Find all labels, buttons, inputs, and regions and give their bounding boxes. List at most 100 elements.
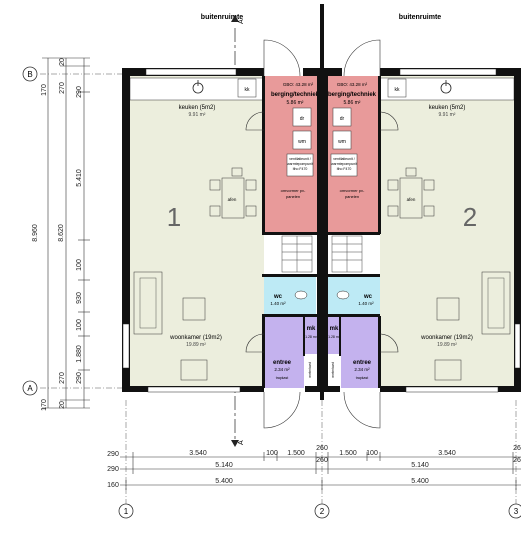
table-label-1: afen — [228, 197, 237, 202]
mk-area-1: 1.28 m² — [305, 335, 318, 339]
dim-r2-1: 5.140 — [215, 462, 233, 469]
dim-r3-1: 5.400 — [215, 478, 233, 485]
entree-area-2: 2.34 m² — [354, 367, 370, 372]
dining-table-1 — [209, 167, 257, 219]
kk-label-1: kk — [245, 87, 251, 93]
bottom-dimension-lines — [120, 452, 521, 490]
sofa-2-inner — [487, 277, 505, 329]
kitchen-label-1: keuken (5m2) — [179, 105, 216, 111]
armchair-1b — [180, 359, 208, 381]
storage-area-1: 5.86 m² — [287, 100, 304, 106]
grid-bubble-a: A — [22, 380, 38, 396]
wc-area-1: 1.40 m² — [270, 301, 286, 306]
floor-living-2 — [380, 76, 514, 388]
kk-label-2: kk — [395, 87, 401, 93]
svg-text:A: A — [238, 19, 245, 24]
dim-i: 270 — [59, 372, 66, 384]
sink-icon — [192, 80, 204, 94]
room-mk-1 — [304, 316, 317, 354]
room-wc-2 — [328, 276, 380, 314]
entree-area-1: 2.34 m² — [274, 367, 290, 372]
living-area-2: 19.89 m² — [437, 342, 457, 348]
dim-h: 1.880 — [76, 345, 83, 363]
room-entrance-2 — [341, 316, 380, 388]
section-mark-bottom: A — [231, 440, 245, 447]
dim-r1-2: 100 — [266, 450, 278, 457]
dim-e: 100 — [76, 259, 83, 271]
dim-r1-8: 26 — [513, 445, 521, 452]
pv-label-2a: omvormer pv- — [340, 188, 365, 193]
meter-label-2: meterkast — [331, 362, 335, 377]
vent-label-2c: Itho F470 — [337, 167, 352, 171]
grid-lines — [40, 73, 517, 505]
dim-r1-7: 3.540 — [438, 450, 456, 457]
mk-label-1: mk — [307, 326, 316, 332]
dim-top-l: 20 — [59, 58, 66, 66]
wc-area-2: 1.40 m² — [358, 301, 374, 306]
dim-middle: 8.620 — [58, 224, 65, 242]
svg-text:1: 1 — [124, 507, 129, 516]
dim-r2-3: 5.140 — [411, 462, 429, 469]
living-area-1: 19.89 m² — [186, 342, 206, 348]
vent-label-2a: ventilatieunit / — [333, 157, 354, 161]
dim-d: 5.410 — [76, 169, 83, 187]
washer-2 — [332, 130, 352, 150]
kitchen-label-2: keuken (5m2) — [429, 105, 466, 111]
washer-label-1: wm — [298, 139, 306, 145]
dim-k: 170 — [41, 399, 48, 411]
mk-area-2: 1.28 m² — [328, 335, 341, 339]
wc-label-2: wc — [363, 294, 373, 300]
storage-label-1: berging/techniek — [271, 92, 320, 98]
dim-r1-3: 1.500 — [287, 450, 305, 457]
toilet-icon — [294, 290, 308, 300]
pv-label-2b: panelen — [345, 194, 359, 199]
cabinet-kk-2 — [387, 78, 407, 98]
grid-bubble-1: 1 — [118, 503, 134, 519]
entree-label-2: entree — [353, 360, 372, 366]
dining-table-2 — [387, 167, 435, 219]
dryer-1 — [292, 107, 312, 127]
dim-m: 20 — [59, 401, 66, 409]
living-label-2: woonkamer (19m2) — [420, 335, 473, 341]
armchair-2 — [436, 297, 460, 321]
dryer-label-2: dr — [340, 116, 345, 122]
vent-label-2b: warmtepompunit — [331, 162, 357, 166]
unit-number-1: 1 — [167, 202, 181, 232]
room-stair-2 — [328, 234, 380, 274]
dim-r1-5: 1.500 — [339, 450, 357, 457]
outside-label-left: buitenruimte — [201, 14, 243, 21]
grid-bubble-3: 3 — [508, 503, 521, 519]
unit-1: kk keuken (5m2) 9.91 m² afen 1 GBO: 43.2… — [129, 76, 320, 388]
sink-icon — [440, 80, 452, 94]
entree-sub-1: trapkast — [276, 376, 288, 380]
dim-r1-6: 100 — [366, 450, 378, 457]
dim-r3-2: 5.400 — [411, 478, 429, 485]
dim-outer: 8.960 — [32, 224, 39, 242]
kitchen-counter-2 — [379, 77, 515, 101]
storage-area-2: 5.86 m² — [344, 100, 361, 106]
armchair-1 — [182, 297, 206, 321]
fences — [320, 4, 324, 400]
dim-j: 290 — [76, 372, 83, 384]
room-wc-1 — [264, 276, 316, 314]
floor-living-1 — [130, 76, 264, 388]
entree-sub-2: trapkast — [356, 376, 368, 380]
sofa-2 — [481, 271, 511, 335]
section-mark-top: A — [231, 15, 245, 24]
toilet-icon — [336, 290, 350, 300]
storage-gbo-1: GBO: 43.28 m² — [283, 82, 314, 87]
dim-top-a: 170 — [41, 84, 48, 96]
dim-r1-0: 290 — [107, 451, 119, 458]
vent-label-1b: warmtepompunit — [287, 162, 313, 166]
dryer-2 — [332, 107, 352, 127]
grid-bubble-2: 2 — [314, 503, 330, 519]
storage-label-2: berging/techniek — [328, 92, 377, 98]
doors — [245, 39, 399, 429]
unit-2: kk keuken (5m2) 9.91 m² afen 2 GBO: 43.2… — [328, 76, 515, 388]
wc-label-1: wc — [273, 294, 283, 300]
staircase-1 — [281, 235, 313, 273]
staircase-2 — [331, 235, 363, 273]
svg-text:A: A — [238, 440, 245, 445]
entree-label-1: entree — [273, 360, 292, 366]
sofa-1-inner — [139, 277, 157, 329]
